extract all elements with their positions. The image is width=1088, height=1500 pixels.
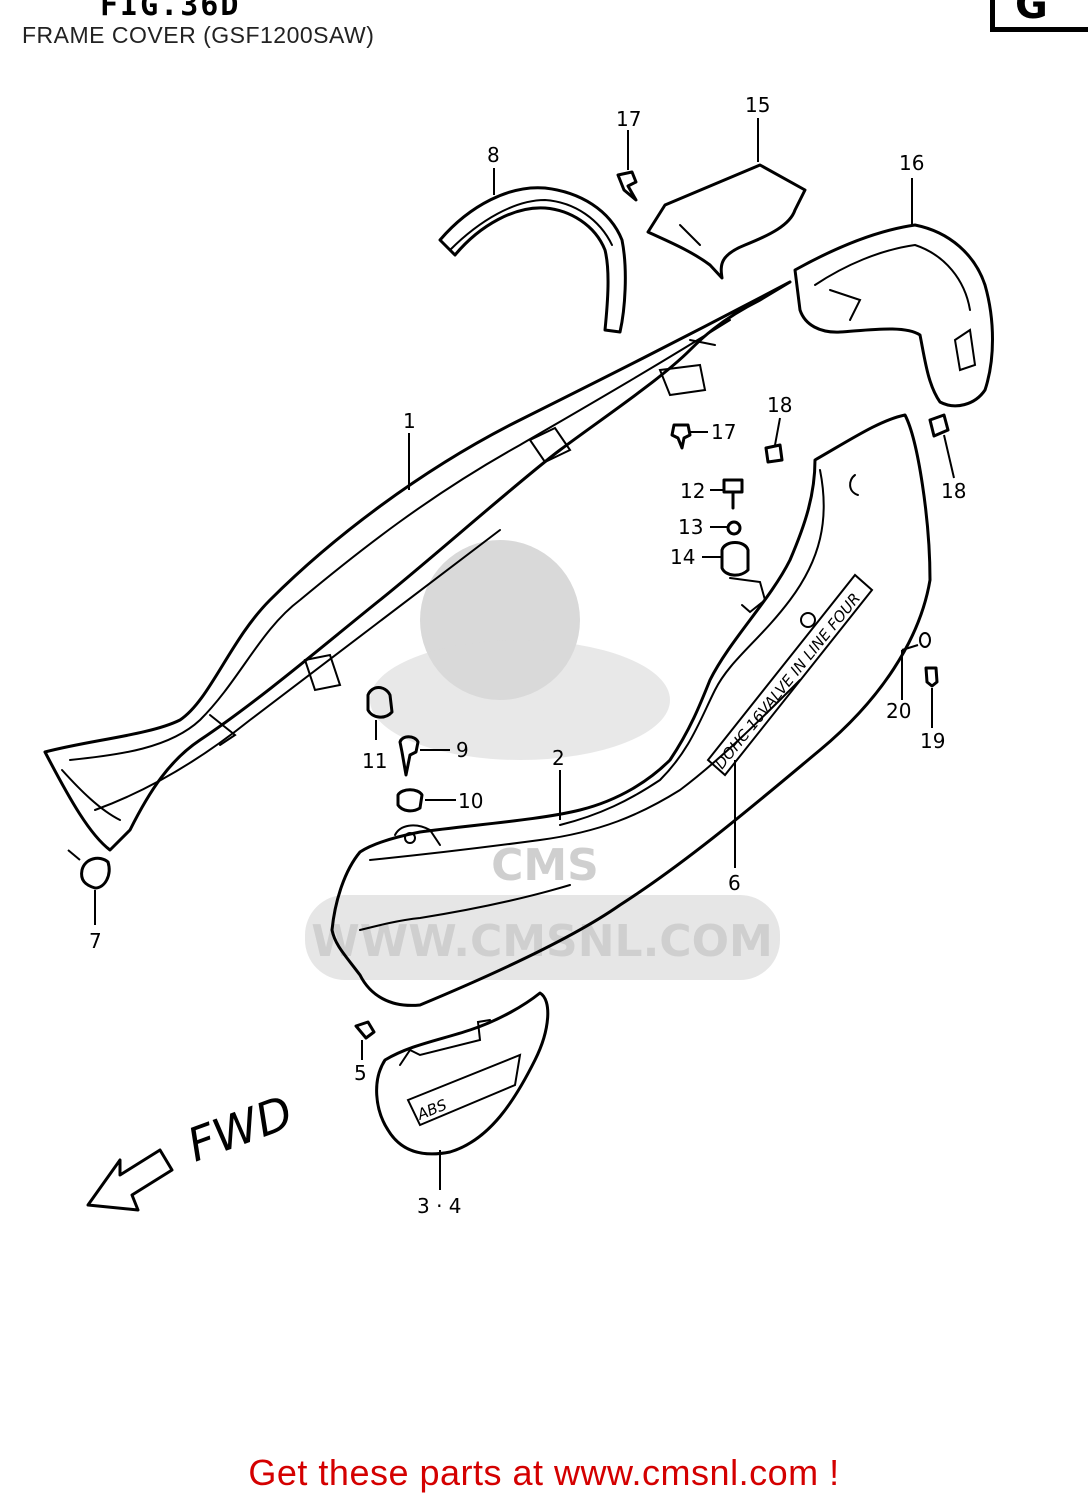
grommet-11-icon	[366, 686, 394, 719]
cushion-14-icon	[720, 541, 750, 577]
screw-9-icon	[398, 735, 420, 777]
label-part-18-right: 18	[941, 479, 966, 503]
nut-18-left-icon	[764, 443, 784, 464]
screw-17-lower-icon	[670, 423, 692, 450]
fwd-arrow-icon	[86, 1148, 174, 1212]
label-part-20: 20	[886, 699, 911, 723]
bolt-12-icon	[722, 478, 744, 510]
watermark: WWW.CMSNL.COM CMS	[305, 540, 780, 980]
figure-number: FIG.36D	[100, 0, 241, 23]
label-part-13: 13	[678, 515, 703, 539]
label-part-12: 12	[680, 479, 705, 503]
label-part-16: 16	[899, 151, 924, 175]
label-part-10: 10	[458, 789, 483, 813]
label-part-2: 2	[552, 746, 565, 770]
screw-17-upper-icon	[616, 170, 638, 202]
part-center-cover-15	[646, 163, 807, 280]
screw-19-icon	[924, 666, 939, 688]
part-side-cover-3-4: ABS	[375, 991, 550, 1156]
label-part-11: 11	[362, 749, 387, 773]
nut-18-right-icon	[928, 413, 950, 438]
label-part-17-upper: 17	[616, 107, 641, 131]
label-part-8: 8	[487, 143, 500, 167]
bracket-14	[729, 577, 767, 614]
label-part-5: 5	[354, 1061, 367, 1085]
washer-20-icon	[919, 632, 931, 648]
leader-lines	[67, 118, 955, 1190]
watermark-logo-body	[370, 640, 670, 760]
diagram-subtitle: FRAME COVER (GSF1200SAW)	[22, 22, 375, 48]
grommet-10-icon	[396, 788, 424, 813]
label-part-1: 1	[403, 409, 416, 433]
label-part-7: 7	[89, 929, 102, 953]
part-frame-cover-1	[43, 280, 792, 852]
label-part-19: 19	[920, 729, 945, 753]
part-grab-rail-8	[438, 186, 627, 334]
part-labels: 1 2 3 · 4 5 6 7 8 9 10 11 12 13 14 15 16…	[89, 93, 966, 1218]
label-part-17-lower: 17	[711, 420, 736, 444]
part-side-cover-2-6	[330, 413, 932, 1007]
grommet-7-icon	[80, 856, 111, 890]
hardware	[80, 170, 950, 1040]
label-part-15: 15	[745, 93, 770, 117]
part-rear-cover-16	[793, 223, 994, 408]
screw-5-icon	[354, 1020, 376, 1040]
label-part-9: 9	[456, 738, 469, 762]
label-part-3-4: 3 · 4	[417, 1194, 462, 1218]
label-part-18-left: 18	[767, 393, 792, 417]
fwd-label: FWD	[180, 1085, 299, 1172]
watermark-banner	[305, 895, 780, 980]
decal-dohc: DOHC 16VALVE IN LINE FOUR	[706, 573, 874, 777]
decal-text: DOHC 16VALVE IN LINE FOUR	[711, 590, 864, 773]
watermark-logo-text: CMS	[491, 840, 599, 891]
footer-link-text[interactable]: Get these parts at www.cmsnl.com !	[248, 1452, 840, 1493]
label-part-14: 14	[670, 545, 695, 569]
page-tag-box: G	[990, 0, 1088, 32]
watermark-text: WWW.CMSNL.COM	[311, 916, 773, 967]
washer-13-icon	[726, 520, 742, 536]
page-tag-letter: G	[1015, 0, 1048, 28]
label-part-6: 6	[728, 871, 741, 895]
fwd-indicator: FWD	[86, 1085, 300, 1212]
